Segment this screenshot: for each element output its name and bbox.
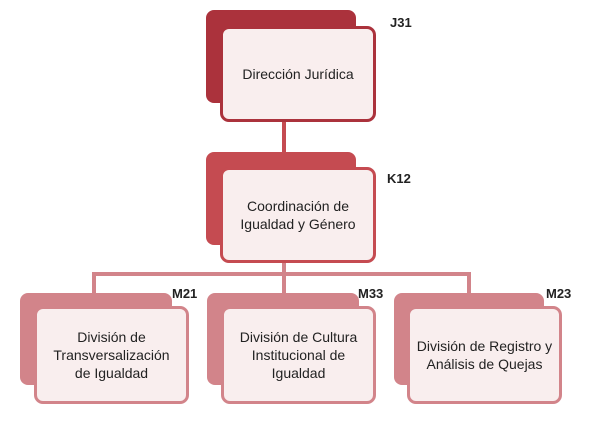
connector-bus-transversalizacion bbox=[92, 272, 96, 294]
connector-coordinacion-bus bbox=[282, 262, 286, 272]
connector-juridica-coordinacion bbox=[282, 121, 286, 154]
connector-bus-horizontal bbox=[92, 272, 471, 276]
node-juridica-code: J31 bbox=[390, 15, 412, 30]
node-transversalizacion-box: División de Transversalización de Iguald… bbox=[34, 306, 189, 404]
node-cultura-code: M33 bbox=[358, 286, 384, 301]
node-coordinacion-name: Coordinación de Igualdad y Género bbox=[240, 198, 356, 232]
node-coordinacion-code: K12 bbox=[387, 171, 411, 186]
connector-bus-registro bbox=[467, 272, 471, 294]
node-registro-box: División de Registro y Análisis de Queja… bbox=[407, 306, 562, 404]
node-cultura-name: División de Cultura Institucional de Igu… bbox=[239, 329, 358, 381]
connector-bus-cultura bbox=[282, 272, 286, 294]
node-juridica-name: Dirección Jurídica bbox=[242, 66, 354, 82]
node-cultura-box: División de Cultura Institucional de Igu… bbox=[221, 306, 376, 404]
node-juridica-box: Dirección Jurídica bbox=[220, 26, 376, 122]
node-transversalizacion-name: División de Transversalización de Iguald… bbox=[53, 329, 170, 381]
node-coordinacion-box: Coordinación de Igualdad y Género bbox=[220, 167, 376, 263]
node-registro-name: División de Registro y Análisis de Queja… bbox=[416, 338, 553, 372]
node-registro-code: M23 bbox=[546, 286, 572, 301]
node-transversalizacion-code: M21 bbox=[172, 286, 198, 301]
